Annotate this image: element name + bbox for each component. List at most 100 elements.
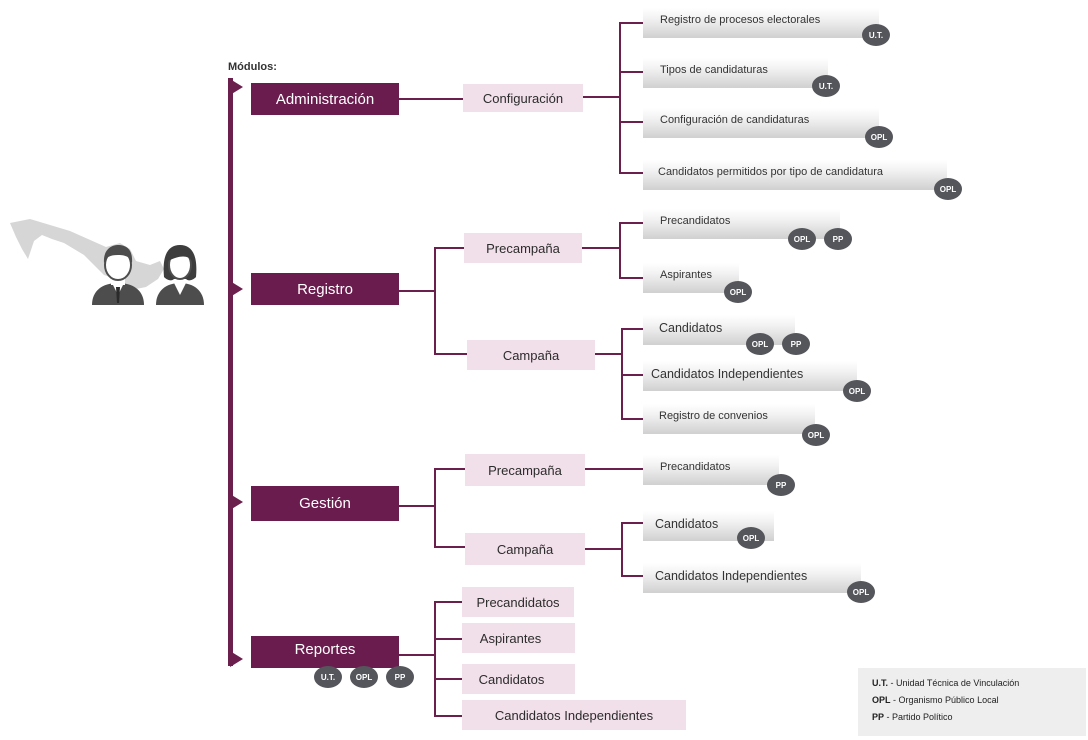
- item-label: Precandidatos: [660, 215, 731, 227]
- connector: [434, 468, 465, 470]
- module-reportes[interactable]: Reportes: [251, 636, 399, 668]
- connector: [595, 353, 622, 355]
- opl-badge: OPL: [802, 424, 830, 446]
- mexico-map-icon: [10, 219, 164, 289]
- connector: [434, 247, 464, 249]
- pp-badge: PP: [782, 333, 810, 355]
- connector: [619, 121, 643, 123]
- legend-pp: PP - Partido Político: [872, 712, 953, 722]
- arrow-reportes: [230, 651, 243, 667]
- connector: [585, 468, 643, 470]
- connector: [434, 678, 462, 680]
- connector: [434, 247, 436, 355]
- woman-user-icon: [156, 245, 204, 305]
- opl-badge: OPL: [724, 281, 752, 303]
- reportes-ut-badge: U.T.: [314, 666, 342, 688]
- item-label: Candidatos: [659, 321, 723, 335]
- legend-opl: OPL - Organismo Público Local: [872, 695, 999, 705]
- reportes-pp-badge: PP: [386, 666, 414, 688]
- item-gestion-precandidatos[interactable]: Precandidatos: [643, 455, 779, 485]
- opl-badge: OPL: [788, 228, 816, 250]
- legend-ut: U.T. - Unidad Técnica de Vinculación: [872, 678, 1019, 688]
- connector: [621, 522, 623, 577]
- submodule-configuracion[interactable]: Configuración: [463, 84, 583, 112]
- item-label: Tipos de candidaturas: [660, 64, 768, 76]
- connector: [434, 546, 465, 548]
- item-registro-convenios[interactable]: Registro de convenios: [643, 404, 815, 434]
- item-label: Candidatos Independientes: [655, 569, 808, 583]
- opl-badge: OPL: [934, 178, 962, 200]
- connector: [621, 374, 643, 376]
- connector: [399, 290, 435, 292]
- ut-badge: U.T.: [812, 75, 840, 97]
- module-gestion[interactable]: Gestión: [251, 486, 399, 521]
- item-candidatos-permitidos[interactable]: Candidatos permitidos por tipo de candid…: [643, 160, 947, 190]
- legend-ut-abbr: U.T.: [872, 678, 889, 688]
- connector: [621, 328, 643, 330]
- module-registro[interactable]: Registro: [251, 273, 399, 305]
- connector: [621, 328, 623, 419]
- connector: [583, 96, 620, 98]
- ut-badge: U.T.: [862, 24, 890, 46]
- connector: [434, 638, 462, 640]
- submodule-gestion-precampana[interactable]: Precampaña: [465, 454, 585, 486]
- legend: U.T. - Unidad Técnica de Vinculación OPL…: [858, 668, 1086, 736]
- connector: [434, 353, 467, 355]
- connector: [434, 715, 462, 717]
- legend-opl-desc: - Organismo Público Local: [893, 695, 999, 705]
- report-candidatos[interactable]: Candidatos: [462, 664, 575, 694]
- opl-badge: OPL: [843, 380, 871, 402]
- item-label: Aspirantes: [660, 269, 712, 281]
- connector: [582, 247, 620, 249]
- report-candidatos-independientes[interactable]: Candidatos Independientes: [462, 700, 686, 730]
- connector: [621, 522, 643, 524]
- item-label: Configuración de candidaturas: [660, 114, 810, 126]
- opl-badge: OPL: [746, 333, 774, 355]
- item-label: Candidatos Independientes: [651, 367, 804, 381]
- connector: [434, 468, 436, 548]
- item-registro-candidatos[interactable]: Candidatos: [643, 315, 795, 345]
- item-registro-independientes[interactable]: Candidatos Independientes: [643, 361, 857, 391]
- item-label: Registro de procesos electorales: [660, 14, 821, 26]
- item-configuracion-candidaturas[interactable]: Configuración de candidaturas: [643, 108, 879, 138]
- pp-badge: PP: [824, 228, 852, 250]
- legend-ut-desc: - Unidad Técnica de Vinculación: [890, 678, 1020, 688]
- connector: [619, 22, 643, 24]
- connector: [434, 601, 436, 717]
- legend-opl-abbr: OPL: [872, 695, 891, 705]
- report-aspirantes[interactable]: Aspirantes: [462, 623, 575, 653]
- arrow-gestion: [230, 494, 243, 510]
- submodule-gestion-campana[interactable]: Campaña: [465, 533, 585, 565]
- connector: [619, 71, 643, 73]
- module-administracion[interactable]: Administración: [251, 83, 399, 115]
- opl-badge: OPL: [737, 527, 765, 549]
- item-label: Registro de convenios: [659, 410, 768, 422]
- report-precandidatos[interactable]: Precandidatos: [462, 587, 574, 617]
- connector: [621, 418, 643, 420]
- connector: [619, 22, 621, 173]
- man-user-icon: [92, 245, 144, 305]
- submodule-registro-precampana[interactable]: Precampaña: [464, 233, 582, 263]
- connector: [621, 575, 643, 577]
- connector: [619, 222, 643, 224]
- item-gestion-independientes[interactable]: Candidatos Independientes: [643, 563, 861, 593]
- arrow-administracion: [230, 79, 243, 95]
- item-label: Precandidatos: [660, 461, 731, 473]
- spine-line: [228, 78, 233, 666]
- opl-badge: OPL: [865, 126, 893, 148]
- item-label: Candidatos permitidos por tipo de candid…: [658, 166, 884, 178]
- connector: [619, 277, 643, 279]
- pp-badge: PP: [767, 474, 795, 496]
- submodule-registro-campana[interactable]: Campaña: [467, 340, 595, 370]
- connector: [619, 172, 643, 174]
- item-registro-procesos[interactable]: Registro de procesos electorales: [643, 8, 879, 38]
- item-tipos-candidaturas[interactable]: Tipos de candidaturas: [643, 58, 828, 88]
- modules-label: Módulos:: [228, 61, 277, 73]
- item-label: Candidatos: [655, 517, 719, 531]
- connector: [399, 654, 435, 656]
- connector: [399, 98, 463, 100]
- item-registro-aspirantes[interactable]: Aspirantes: [643, 263, 739, 293]
- arrow-registro: [230, 281, 243, 297]
- connector: [619, 222, 621, 279]
